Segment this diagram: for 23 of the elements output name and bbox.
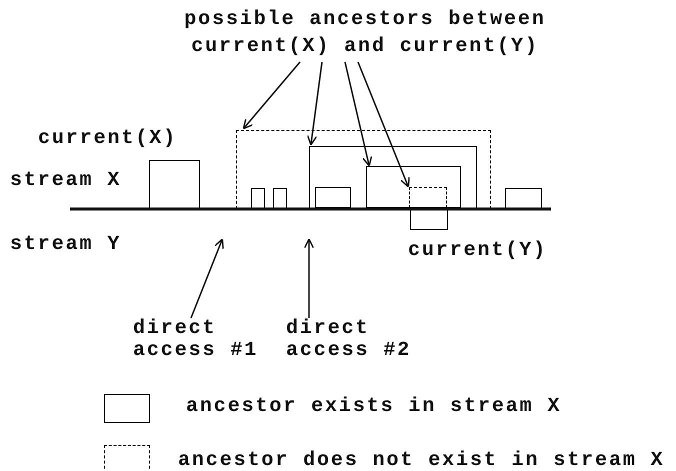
arrow: [306, 62, 323, 146]
arrow: [344, 62, 372, 167]
interval-box: [272, 188, 286, 208]
interval-box: [366, 166, 461, 208]
box-label: current(X): [38, 128, 178, 150]
interval-box: [308, 146, 476, 208]
dashed-interval-box: [408, 186, 446, 208]
legend-text: ancestor exists in stream X: [186, 396, 562, 418]
annotation-text: direct access #1: [133, 318, 268, 362]
interval-box: [505, 188, 542, 209]
stream-label: stream Y: [10, 234, 122, 256]
stream-label: stream X: [10, 170, 122, 192]
arrow: [304, 238, 314, 318]
heading-text: possible ancestors between current(X) and current(Y): [130, 6, 600, 60]
interval-box: [250, 188, 264, 208]
box-label: current(Y): [408, 240, 548, 262]
interval-box: [315, 187, 351, 208]
arrow: [190, 238, 224, 318]
annotation-text: direct access #2: [286, 318, 421, 362]
legend-text: ancestor does not exist in stream X: [178, 450, 665, 471]
arrow: [242, 62, 301, 130]
dashed-interval-box: [236, 130, 491, 209]
arrow: [357, 62, 410, 188]
